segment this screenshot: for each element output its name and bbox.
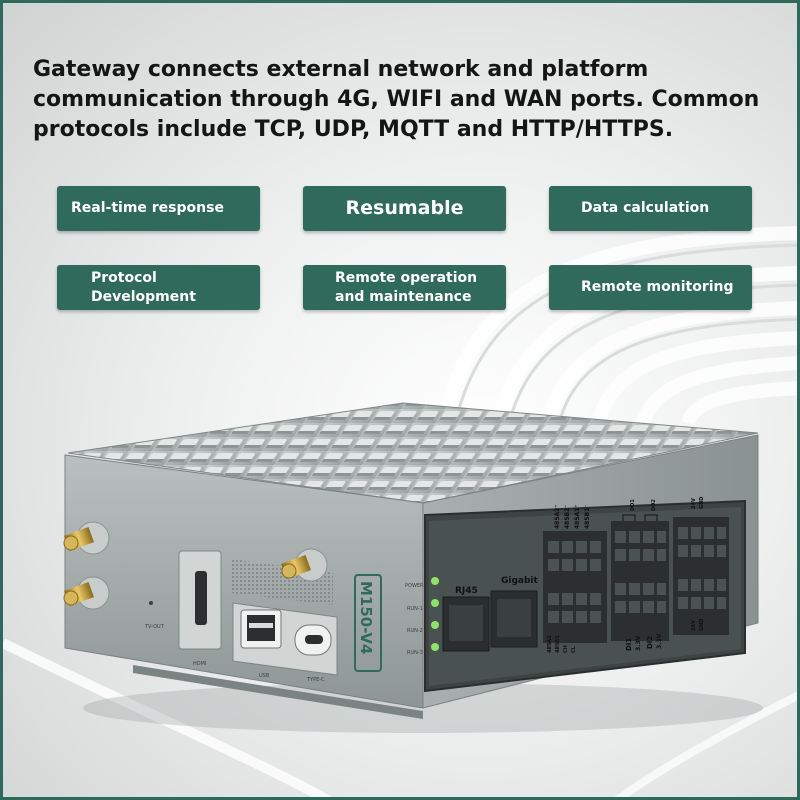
terminal-label: 485B1⁻ [584,505,591,529]
gateway-device: TV-OUT HDMI USB TYPE-C M150-V4 POWER RUN… [63,402,763,733]
terminal-block-power [673,517,729,635]
terminal-block-io [611,521,669,641]
feature-label: Protocol Development [91,269,196,305]
model-label: M150-V4 [357,581,375,654]
feature-badge-resumable: Resumable [303,186,506,231]
power-label: 24V [691,620,697,631]
led-label: RUN-1 [407,606,423,612]
tv-out-jack [149,601,153,605]
terminal-label: 485B2⁻ [564,505,571,529]
terminal-block-rs485 [543,531,607,643]
feature-badge-remote-monitoring: Remote monitoring [549,265,752,310]
antenna-connector [63,521,110,555]
di-label: 3.3V [635,635,642,651]
led-power [431,577,439,585]
di-label: DI2 [646,636,654,649]
feature-badge-realtime: Real-time response [57,186,260,231]
terminal-label: 485B1 [555,635,561,653]
tv-out-label: TV-OUT [144,624,165,630]
status-leds [431,577,439,651]
feature-label: Data calculation [581,200,710,216]
led-run-2 [431,621,439,629]
rj45-label: RJ45 [455,586,478,596]
usb-label: USB [259,673,270,679]
led-run-3 [431,643,439,651]
terminal-label: CL [571,645,577,653]
do-label: DO2 [651,499,657,511]
do-label: DO1 [630,499,636,511]
led-run-1 [431,599,439,607]
gigabit-label: Gigabit [501,576,539,586]
di-label: DI1 [625,638,633,651]
feature-label: Real-time response [71,200,224,216]
feature-badge-data-calculation: Data calculation [549,186,752,231]
power-label: GND [699,497,705,509]
feature-label: Remote monitoring [581,279,734,295]
hdmi-label: HDMI [193,661,206,667]
power-label: 24V [691,498,697,509]
led-label: POWER [405,583,424,589]
feature-badge-protocol-development: Protocol Development [57,265,260,310]
led-label: RUN-3 [407,650,423,656]
terminal-label: 485A1⁺ [574,504,581,529]
headline-text: Gateway connects external network and pl… [33,57,760,142]
type-c-port [305,635,323,644]
power-label: GND [699,619,705,631]
antenna-connector [63,576,110,610]
feature-label: Resumable [345,197,464,219]
terminal-label: 485A2⁺ [554,504,561,529]
antenna-connector [281,548,328,582]
terminal-label: CH [563,645,569,653]
feature-label: Remote operation and maintenance [335,269,478,305]
feature-badge-remote-operation: Remote operation and maintenance [303,265,506,310]
hdmi-port [195,571,207,625]
led-label: RUN-2 [407,628,423,634]
terminal-label: 485A2 [547,635,553,653]
di-label: 3.3V [656,633,663,649]
type-c-label: TYPE-C [306,677,325,683]
